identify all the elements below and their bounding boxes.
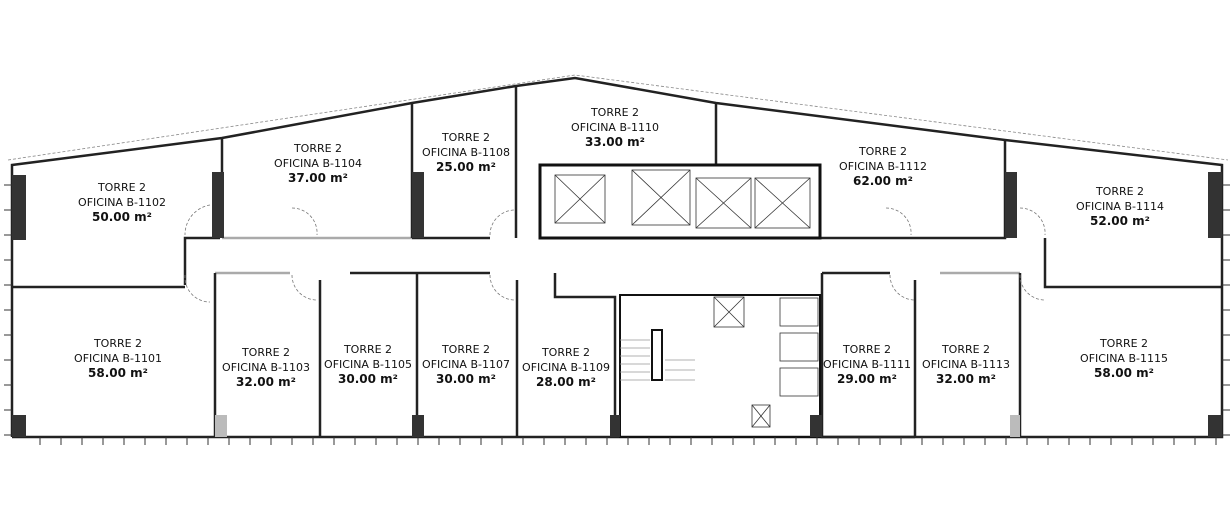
office-label: OFICINA B-1108 — [422, 145, 510, 159]
office-label: OFICINA B-1114 — [1076, 199, 1164, 213]
office-label: OFICINA B-1111 — [823, 357, 911, 371]
area-label: 25.00 m² — [436, 160, 496, 174]
area-label: 52.00 m² — [1090, 214, 1150, 228]
facade-mullions — [4, 184, 1230, 445]
tower-label: TORRE 2 — [858, 145, 908, 158]
tower-label: TORRE 2 — [441, 131, 491, 144]
office-label: OFICINA B-1107 — [422, 357, 510, 371]
area-label: 30.00 m² — [436, 372, 496, 386]
area-label: 33.00 m² — [585, 135, 645, 149]
tower-label: TORRE 2 — [842, 343, 892, 356]
tower-label: TORRE 2 — [343, 343, 393, 356]
structural-columns — [12, 172, 1222, 437]
area-label: 37.00 m² — [288, 171, 348, 185]
tower-label: TORRE 2 — [97, 181, 147, 194]
office-label: OFICINA B-1110 — [571, 120, 659, 134]
office-label: OFICINA B-1104 — [274, 156, 362, 170]
area-label: 29.00 m² — [837, 372, 897, 386]
tower-label: TORRE 2 — [93, 337, 143, 350]
tower-label: TORRE 2 — [441, 343, 491, 356]
door-swings — [184, 204, 1046, 303]
area-label: 30.00 m² — [338, 372, 398, 386]
area-label: 32.00 m² — [236, 375, 296, 389]
tower-label: TORRE 2 — [1095, 185, 1145, 198]
area-label: 58.00 m² — [1094, 366, 1154, 380]
office-label: OFICINA B-1101 — [74, 351, 162, 365]
tower-label: TORRE 2 — [241, 346, 291, 359]
office-label: OFICINA B-1115 — [1080, 351, 1168, 365]
outer-wall — [10, 76, 1224, 439]
office-label: OFICINA B-1112 — [839, 159, 927, 173]
area-label: 32.00 m² — [936, 372, 996, 386]
corridor-top-wall — [183, 236, 220, 285]
office-label: OFICINA B-1113 — [922, 357, 1010, 371]
area-label: 58.00 m² — [88, 366, 148, 380]
office-label: OFICINA B-1105 — [324, 357, 412, 371]
tower-label: TORRE 2 — [590, 106, 640, 119]
office-label: OFICINA B-1103 — [222, 360, 310, 374]
tower-label: TORRE 2 — [941, 343, 991, 356]
office-label: OFICINA B-1109 — [522, 360, 610, 374]
area-label: 28.00 m² — [536, 375, 596, 389]
office-label: OFICINA B-1102 — [78, 195, 166, 209]
area-label: 62.00 m² — [853, 174, 913, 188]
tower-label: TORRE 2 — [293, 142, 343, 155]
tower-label: TORRE 2 — [541, 346, 591, 359]
tower-label: TORRE 2 — [1099, 337, 1149, 350]
elevator-icons — [554, 169, 819, 428]
area-label: 50.00 m² — [92, 210, 152, 224]
